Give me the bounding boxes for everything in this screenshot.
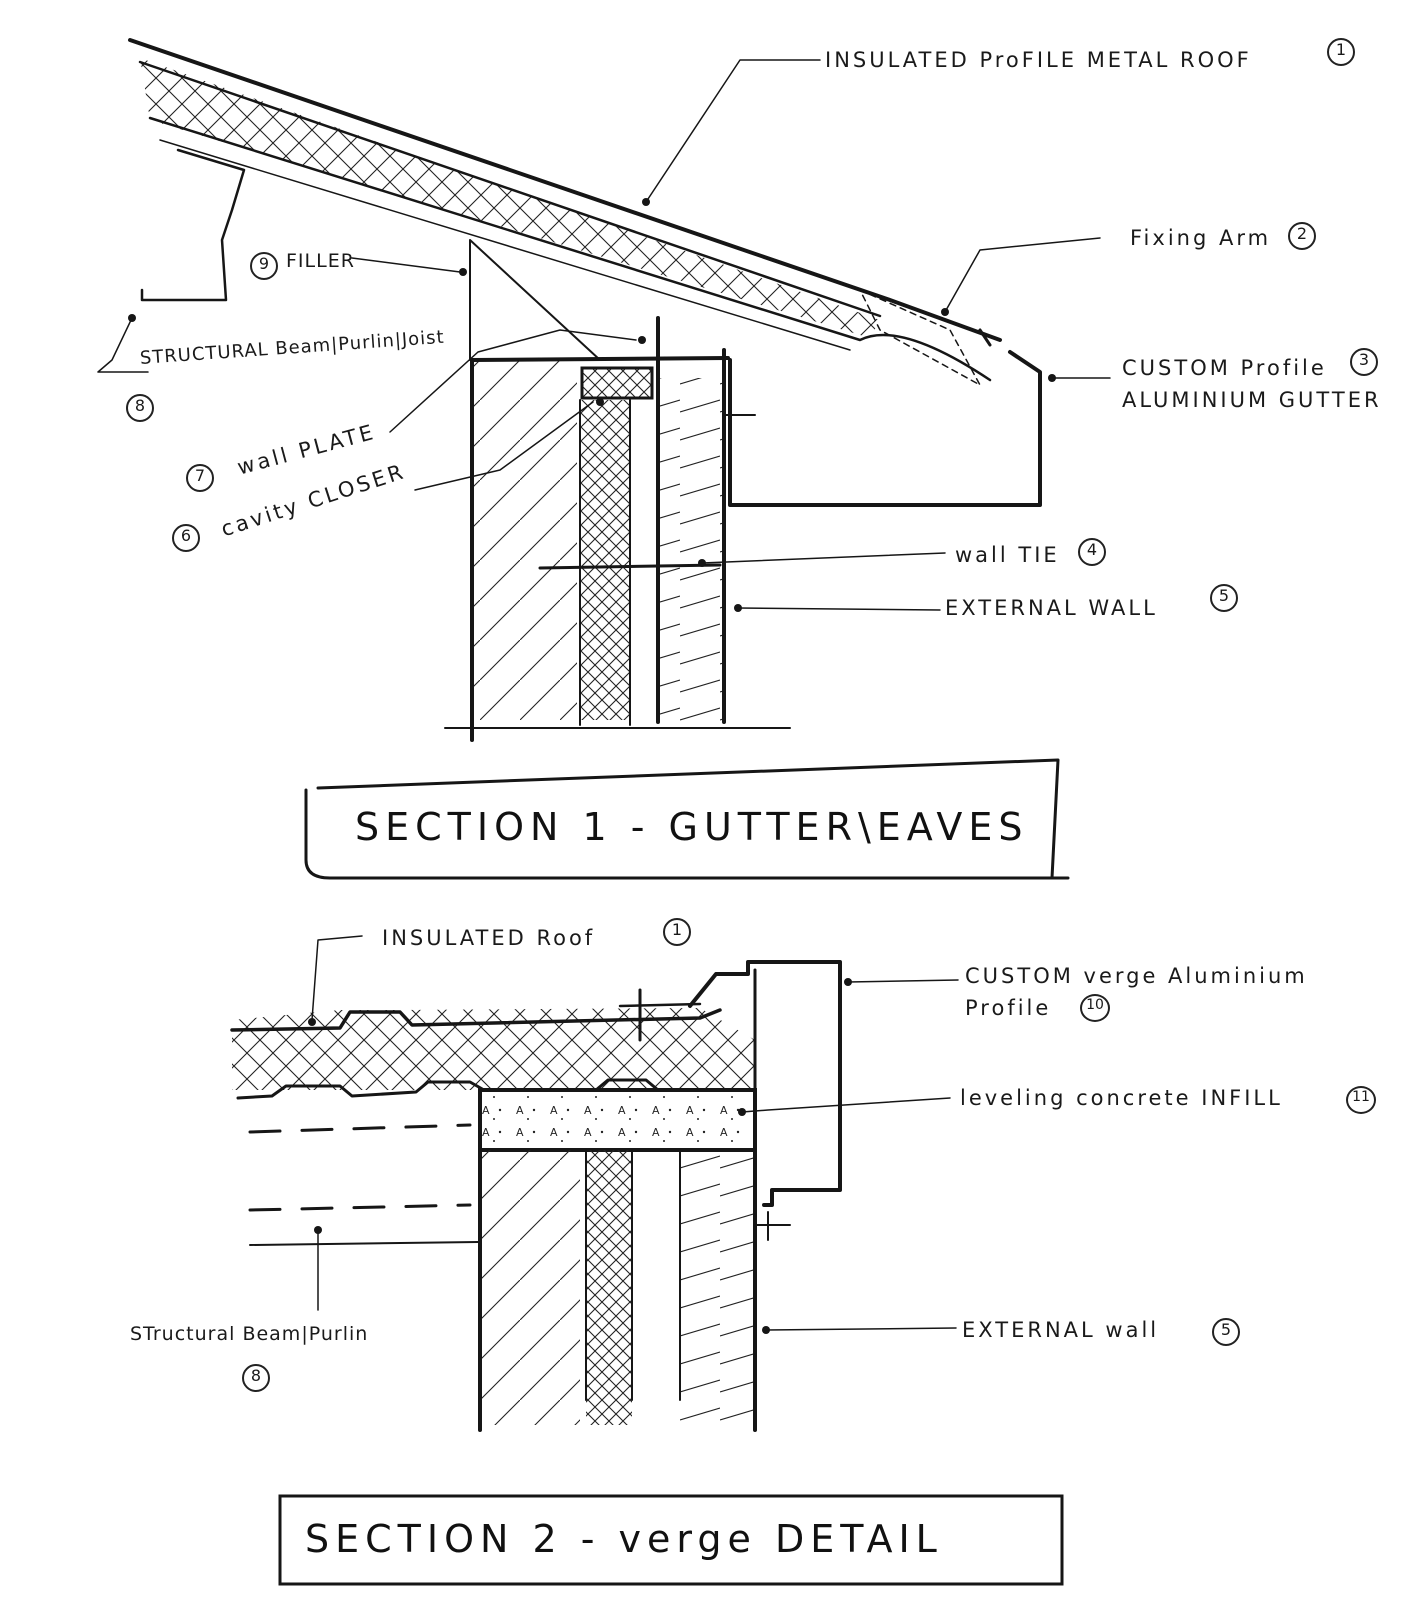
section2-title-frame: [278, 1494, 1064, 1586]
section1-title-frame: [304, 758, 1070, 880]
section2-drawing: [230, 935, 1064, 1586]
roof-panel: [140, 58, 880, 338]
verge-insulation: [586, 1150, 632, 1425]
fixing-arm: [859, 289, 981, 386]
roof-label: INSULATED ProFILE METAL ROOF: [825, 48, 1252, 72]
verge-roof-panel: [232, 1008, 755, 1090]
section1-title: SECTION 1 - GUTTER\EAVES: [355, 805, 1029, 849]
wall-plate: [580, 366, 654, 400]
gutter-label-1: CUSTOM Profile: [1122, 356, 1327, 380]
gutter: [728, 350, 1042, 507]
wall-tie-label: wall TIE: [955, 543, 1060, 567]
verge-profile-label-1: CUSTOM verge Aluminium: [965, 964, 1308, 988]
beam-number: 8: [126, 394, 154, 422]
verge-beam-label: STructural Beam|Purlin: [130, 1323, 369, 1345]
gutter-number: 3: [1350, 348, 1378, 376]
section1-drawing: [97, 38, 1111, 880]
concrete-infill: [478, 1088, 757, 1152]
cavity-closer-number: 6: [172, 524, 200, 552]
verge-inner-leaf: [480, 1150, 580, 1425]
cavity-insulation: [580, 400, 630, 720]
verge-profile-number: 10: [1080, 994, 1110, 1022]
verge-beam-number: 8: [242, 1364, 270, 1392]
filler: [469, 239, 601, 361]
external-wall-label: EXTERNAL WALL: [945, 596, 1158, 620]
structural-beam: [140, 148, 246, 302]
wall-tie-number: 4: [1078, 538, 1106, 566]
section2-title: SECTION 2 - verge DETAIL: [305, 1517, 943, 1561]
external-wall-number: 5: [1210, 584, 1238, 612]
verge-profile: [688, 960, 842, 1207]
roof-number: 1: [1327, 38, 1355, 66]
concrete-infill-label: leveling concrete INFILL: [960, 1086, 1283, 1110]
verge-profile-label-2: Profile: [965, 996, 1052, 1020]
filler-label: FILLER: [286, 250, 355, 272]
verge-beam: [248, 1123, 472, 1212]
inner-leaf: [472, 360, 577, 720]
wall-plate-number: 7: [186, 464, 214, 492]
filler-number: 9: [250, 252, 278, 280]
fixing-arm-number: 2: [1288, 222, 1316, 250]
wall-tie: [538, 563, 722, 570]
verge-roof-label: INSULATED Roof: [382, 926, 596, 950]
verge-roof-number: 1: [663, 918, 691, 946]
fixing-arm-label: Fixing Arm: [1130, 226, 1272, 250]
verge-outer-leaf: [680, 1150, 755, 1425]
outer-leaf: [658, 378, 724, 722]
verge-external-wall-number: 5: [1212, 1318, 1240, 1346]
concrete-infill-number: 11: [1346, 1086, 1376, 1114]
gutter-label-2: ALUMINIUM GUTTER: [1122, 388, 1382, 412]
verge-external-wall-label: EXTERNAL wall: [962, 1318, 1160, 1342]
